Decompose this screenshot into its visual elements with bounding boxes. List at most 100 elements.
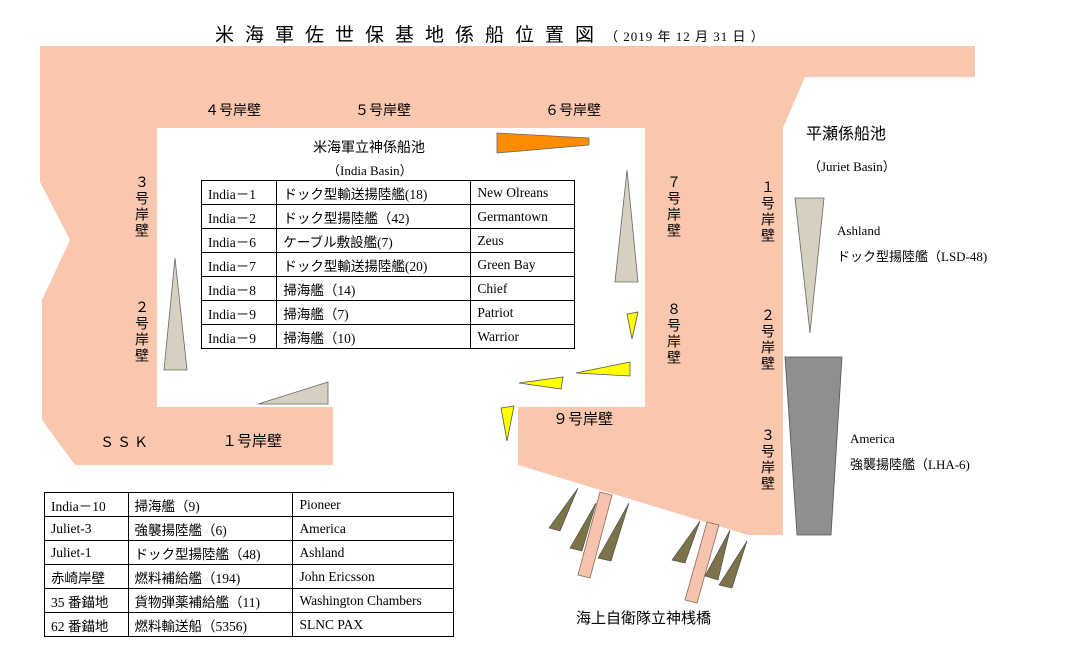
ship-type-cell: 燃料補給艦（194) [127, 564, 294, 589]
quay-1-bottom-label: １号岸壁 [222, 434, 283, 450]
ship-type-cell: 貨物弾薬補給艦（11) [127, 588, 294, 613]
ssk-label: ＳＳＫ [100, 436, 151, 451]
ship-name-cell: Ashland [292, 540, 454, 565]
quay-3-left-label: ３号岸壁 [133, 175, 148, 239]
ship-olive-1 [548, 487, 579, 532]
table-row: Juliet-3 強襲揚陸艦（6) America [44, 516, 454, 541]
ship-name-cell: Washington Chambers [292, 588, 454, 613]
table-row: India－9 掃海艦（7) Patriot [200, 300, 575, 325]
ship-name-cell: John Ericsson [292, 564, 454, 589]
america-type-label: 強襲揚陸艦（LHA-6) [850, 457, 970, 472]
ship-olive-5 [704, 529, 731, 581]
quay-7-label: ７号岸壁 [665, 175, 680, 239]
ship-type-cell: ドック型輸送揚陸艦(18) [276, 180, 472, 205]
title-date: （ 2019 年 12 月 31 日 ） [605, 29, 765, 44]
quay-2-right-label: ２号岸壁 [759, 308, 774, 372]
quay-8-label: ８号岸壁 [665, 302, 680, 366]
ship-type-cell: ドック型揚陸艦（48) [127, 540, 294, 565]
ship-name-cell: New Olreans [470, 180, 575, 205]
quay-6-label: ６号岸壁 [545, 104, 601, 119]
ship-name-cell: SLNC PAX [292, 612, 454, 637]
ship-name-cell: America [292, 516, 454, 541]
title-main: 米海軍佐世保基地係船位置図 [215, 25, 606, 46]
ship-olive-4 [671, 520, 701, 564]
jmsdf-pier-label: 海上自衛隊立神桟橋 [576, 611, 712, 627]
berth-cell: 62 番錨地 [44, 612, 129, 637]
ship-type-cell: ケーブル敷設艦(7) [276, 228, 472, 253]
juliet-basin-sub: （Juriet Basin） [808, 159, 896, 174]
berth-cell: Juliet-1 [44, 540, 129, 565]
berth-cell: India－9 [200, 324, 278, 349]
berth-cell: 35 番錨地 [44, 588, 129, 613]
page-title: 米海軍佐世保基地係船位置図（ 2019 年 12 月 31 日 ） [215, 20, 765, 47]
table-row: 赤崎岸壁 燃料補給艦（194) John Ericsson [44, 564, 454, 589]
ship-yellow-1 [626, 311, 639, 340]
ship-type-cell: 掃海艦（10) [276, 324, 472, 349]
berth-cell: India－10 [44, 492, 129, 517]
ship-yellow-3 [518, 376, 564, 390]
quay-9-label: ９号岸壁 [553, 412, 614, 428]
ship-america [784, 356, 843, 536]
quay-2-left-label: ２号岸壁 [133, 300, 148, 364]
juliet-basin-name: 平瀬係船池 [806, 126, 887, 143]
ship-orange [496, 132, 590, 154]
table-row: 62 番錨地 燃料輸送船（5356) SLNC PAX [44, 612, 454, 637]
berth-cell: India－7 [200, 252, 278, 277]
berth-cell: 赤崎岸壁 [44, 564, 129, 589]
table-row: India－10 掃海艦（9) Pioneer [44, 492, 454, 517]
ship-name-cell: Warrior [470, 324, 575, 349]
table-row: India－7 ドック型輸送揚陸艦(20) Green Bay [200, 252, 575, 277]
quay-1-right-label: １号岸壁 [759, 180, 774, 244]
ship-yellow-2 [575, 361, 631, 377]
ship-type-cell: 掃海艦（9) [127, 492, 294, 517]
table-row: India－2 ドック型揚陸艦（42) Germantown [200, 204, 575, 229]
ship-bottom-gray [257, 381, 329, 405]
india-basin-name: 米海軍立神係船池 [313, 141, 425, 156]
ship-name-cell: Pioneer [292, 492, 454, 517]
ship-type-cell: ドック型輸送揚陸艦(20) [276, 252, 472, 277]
berth-cell: India－1 [200, 180, 278, 205]
ship-left-gray [163, 257, 188, 371]
ship-olive-6 [718, 540, 748, 589]
berth-cell: India－9 [200, 300, 278, 325]
jmsdf-pier-left [577, 491, 613, 579]
ashland-name-label: Ashland [837, 223, 881, 238]
ship-olive-3 [597, 502, 630, 562]
berth-cell: India－6 [200, 228, 278, 253]
quay-3-right-label: ３号岸壁 [759, 428, 774, 492]
jmsdf-pier-right [684, 521, 720, 604]
berth-cell: India－2 [200, 204, 278, 229]
ship-olive-2 [569, 502, 597, 552]
ashland-type-label: ドック型揚陸艦（LSD-48) [837, 249, 988, 264]
table-row: India－1 ドック型輸送揚陸艦(18) New Olreans [200, 180, 575, 205]
table-row: 35 番錨地 貨物弾薬補給艦（11) Washington Chambers [44, 588, 454, 613]
quay-5-label: ５号岸壁 [355, 104, 411, 119]
table-row: India－9 掃海艦（10) Warrior [200, 324, 575, 349]
left-land-area [40, 46, 975, 535]
ship-yellow-4 [500, 405, 515, 442]
berth-cell: India－8 [200, 276, 278, 301]
ship-type-cell: ドック型揚陸艦（42) [276, 204, 472, 229]
ship-name-cell: Chief [470, 276, 575, 301]
ship-name-cell: Green Bay [470, 252, 575, 277]
ship-ashland [794, 197, 825, 334]
india-basin-sub: （India Basin） [327, 163, 413, 178]
berth-cell: Juliet-3 [44, 516, 129, 541]
table-row: India－6 ケーブル敷設艦(7) Zeus [200, 228, 575, 253]
table-row: Juliet-1 ドック型揚陸艦（48) Ashland [44, 540, 454, 565]
india-berth-table: India－1 ドック型輸送揚陸艦(18) New Olreans India－… [200, 180, 575, 349]
ship-type-cell: 掃海艦（7) [276, 300, 472, 325]
table-row: India－8 掃海艦（14) Chief [200, 276, 575, 301]
ship-type-cell: 燃料輸送船（5356) [127, 612, 294, 637]
quay-4-label: ４号岸壁 [205, 104, 261, 119]
other-berth-table: India－10 掃海艦（9) Pioneer Juliet-3 強襲揚陸艦（6… [44, 492, 454, 637]
america-name-label: America [850, 431, 895, 446]
ship-type-cell: 掃海艦（14) [276, 276, 472, 301]
ship-name-cell: Zeus [470, 228, 575, 253]
ship-name-cell: Germantown [470, 204, 575, 229]
right-land-strip [783, 357, 1066, 360]
ship-name-cell: Patriot [470, 300, 575, 325]
ship-type-cell: 強襲揚陸艦（6) [127, 516, 294, 541]
ship-right-gray [614, 169, 639, 283]
